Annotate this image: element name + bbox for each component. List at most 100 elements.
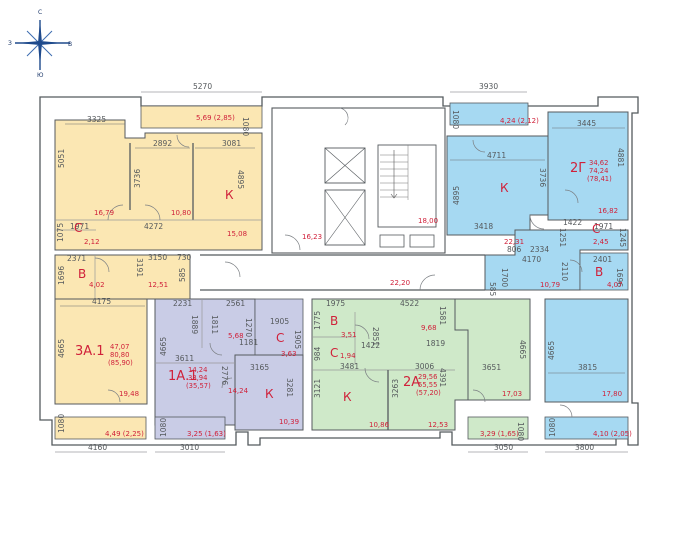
dim: 1819 [426, 339, 445, 348]
dim: 1975 [326, 299, 345, 308]
dim: 4522 [400, 299, 419, 308]
room-letter-1A1-bath: С [276, 331, 284, 345]
dim: 3445 [577, 119, 596, 128]
area-1A1-kitchen: 10,39 [279, 418, 299, 426]
room-letters: К С В С К В С К К С В [74, 181, 603, 404]
dim: 4881 [616, 148, 625, 167]
dim: 3736 [133, 169, 142, 188]
area-3A1-living: 19,48 [119, 390, 139, 398]
apt-name-1A1: 1А.1 [168, 369, 198, 384]
apartment-1A1[interactable] [154, 298, 304, 440]
area-2G-wc: 4,07 [607, 281, 623, 289]
area-lobby: 16,23 [302, 233, 322, 241]
dim: 1696 [615, 268, 624, 287]
dim: 4272 [144, 222, 163, 231]
area-1A1-bath: 3,63 [281, 350, 297, 358]
area-2A-living: 17,03 [502, 390, 522, 398]
compass-rose-icon: С Ю З В [8, 9, 72, 79]
apt-name-2G: 2Г [570, 161, 586, 176]
balcony-3A1-bottom [54, 416, 147, 440]
dim: 3325 [87, 115, 106, 124]
apt-name-2A: 2А [403, 375, 420, 390]
area-2A-hall: 9,68 [421, 324, 437, 332]
dim: 3736 [538, 168, 547, 187]
dim: 3006 [415, 362, 434, 371]
dim: 3815 [578, 363, 597, 372]
dim: 3050 [494, 443, 513, 452]
area-3A1-hall: 12,51 [148, 281, 168, 289]
dim: 2892 [153, 139, 172, 148]
apt-total-1A1: 33,94 [188, 374, 207, 382]
dim: 1075 [56, 223, 65, 242]
dim: 3418 [474, 222, 493, 231]
apartment-2G[interactable] [446, 102, 629, 440]
area-1A1-room: 14,24 [228, 387, 249, 395]
dim: 4895 [452, 186, 461, 205]
apartment-3A1[interactable] [54, 105, 263, 440]
area-3A1-wc: 4,02 [89, 281, 105, 289]
balcony-2A [467, 416, 529, 440]
dim: 3150 [148, 253, 167, 262]
area-2G-living: 17,80 [602, 390, 622, 398]
elevator-small-icon [324, 147, 366, 184]
dim: 3800 [575, 443, 594, 452]
room-letter-2G-kitchen: К [500, 181, 509, 195]
apt-living-3A1: 47,07 [110, 343, 129, 351]
dim: 1971 [70, 222, 89, 231]
dim: 1581 [438, 306, 447, 325]
area-2G-bedroom: 16,82 [598, 207, 618, 215]
dim: 1080 [159, 418, 168, 437]
area-2A-bedroom: 12,53 [428, 421, 448, 429]
dim: 806 [507, 245, 522, 254]
apartment-2A[interactable] [311, 298, 531, 440]
room-letter-3A1-bath: С [74, 221, 82, 235]
dim: 1811 [210, 315, 219, 334]
dim: 1422 [361, 341, 380, 350]
area-2G-balcony-bottom: 4,10 (2,05) [593, 430, 632, 438]
dim: 1080 [548, 418, 557, 437]
area-3A1-balcony-bottom: 4,49 (2,25) [105, 430, 144, 438]
area-2A-wc: 3,51 [341, 331, 357, 339]
staircase-icon [377, 144, 437, 228]
balcony-2G-bottom [544, 416, 629, 440]
dim: 1245 [618, 228, 627, 247]
dim: 4391 [438, 368, 447, 387]
area-2G-hall: 10,79 [540, 281, 560, 289]
dim: 730 [177, 253, 192, 262]
dim: 3010 [180, 443, 199, 452]
room-areas: 5,69 (2,85) 16,79 10,80 15,08 2,12 4,02 … [84, 114, 632, 438]
dim: 585 [488, 282, 497, 297]
apartment-labels: 3А.1 47,07 80,80 (85,90) 1А.1 14,24 33,9… [75, 159, 612, 397]
dim-3A1-balcony-top-h: 1080 [241, 117, 250, 136]
dim: 2371 [67, 254, 86, 263]
dim: 4170 [522, 255, 541, 264]
dim: 1696 [57, 266, 66, 285]
dimension-labels: 5270 3930 1080 1080 3325 5051 2892 3736 … [56, 82, 627, 452]
dim: 3481 [340, 362, 359, 371]
elevator-large-icon [324, 189, 366, 246]
dim: 1971 [594, 222, 613, 231]
dim: 1775 [313, 311, 322, 330]
dim: 3121 [313, 379, 322, 398]
dim: 1905 [270, 317, 289, 326]
room-letter-2A-bath: С [330, 346, 338, 360]
dim: 1422 [563, 218, 582, 227]
dim: 2334 [530, 245, 549, 254]
dim: 3081 [222, 139, 241, 148]
dim: 3281 [285, 378, 294, 397]
apt-living-2A: 29,56 [418, 373, 437, 381]
dim-2G-balcony-top-w: 3930 [479, 82, 498, 91]
area-2G-balcony-top: 4,24 (2,12) [500, 117, 539, 125]
dim: 4665 [159, 337, 168, 356]
room-letter-2A-wc: В [330, 314, 338, 328]
area-2G-kitchen: 22,31 [504, 238, 524, 246]
room-letter-3A1-kitchen: К [225, 188, 234, 202]
dim: 3611 [175, 354, 194, 363]
dim: 4665 [547, 341, 556, 360]
area-3A1-balcony-top: 5,69 (2,85) [196, 114, 235, 122]
area-3A1-bedroom2: 10,80 [171, 209, 191, 217]
dim-3A1-balcony-top-w: 5270 [193, 82, 212, 91]
area-3A1-kitchen: 15,08 [227, 230, 247, 238]
dim: 4711 [487, 151, 506, 160]
